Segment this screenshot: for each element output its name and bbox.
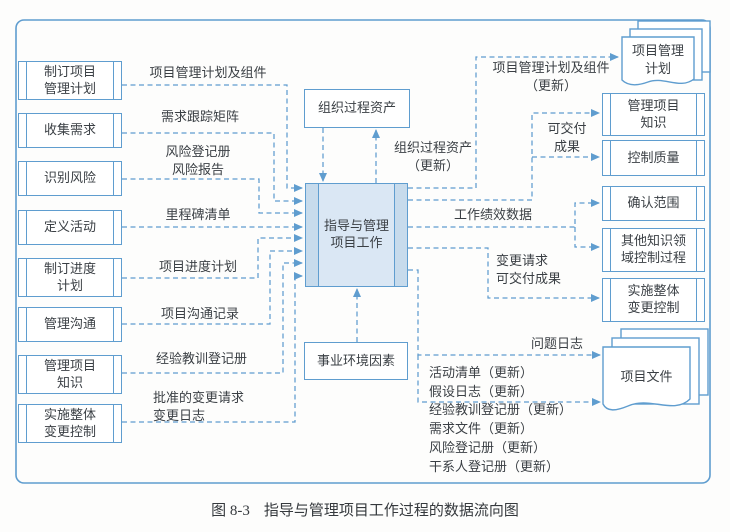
process-label: 控制质量 <box>627 149 680 165</box>
flow-lessons-in <box>122 259 303 374</box>
flow-schedule-in <box>122 234 303 279</box>
process-label: 制订进度 计划 <box>43 260 96 293</box>
flow-risks-in <box>122 178 303 217</box>
label-approved-changes: 批准的变更请求 变更日志 <box>153 390 245 423</box>
flow-wpd-to-validate-scope <box>408 199 600 228</box>
process-develop-pm-plan: 制订项目 管理计划 <box>18 61 122 100</box>
process-label: 管理项目 知识 <box>627 97 680 130</box>
process-control-quality: 控制质量 <box>602 140 705 176</box>
store-enterprise-environmental-factors: 事业环境因素 <box>304 342 408 380</box>
process-manage-communications: 管理沟通 <box>18 307 122 342</box>
label-change-requests-deliverables: 变更请求 可交付成果 <box>496 253 562 286</box>
figure-title: 指导与管理项目工作过程的数据流向图 <box>263 503 519 519</box>
label-pm-plan-components: 项目管理计划及组件 <box>149 65 267 80</box>
process-manage-knowledge-right: 管理项目 知识 <box>602 93 705 136</box>
flow-deliverables-to-knowledge <box>408 109 600 201</box>
process-label: 收集需求 <box>43 122 96 138</box>
label-pm-plan-updates: 项目管理计划及组件 （更新） <box>492 60 610 93</box>
process-label: 其他知识领 域控制过程 <box>620 233 686 265</box>
store-label: 事业环境因素 <box>316 352 395 368</box>
label-schedule-plan: 项目进度计划 <box>158 259 237 274</box>
pm-plan-document-stack <box>621 20 711 86</box>
process-label: 指导与管理 项目工作 <box>323 218 389 250</box>
process-perform-icc-left: 实施整体 变更控制 <box>18 404 122 443</box>
process-label: 确认范围 <box>627 195 680 211</box>
label-opa-updates: 组织过程资产 （更新） <box>393 140 472 173</box>
flow-pm-plan-in <box>122 84 303 192</box>
label-document-updates: 活动清单（更新） 假设日志（更新） 经验教训登记册（更新） 需求文件（更新） 风… <box>429 365 573 474</box>
process-develop-schedule: 制订进度 计划 <box>18 258 122 297</box>
diagram-frame <box>15 19 711 484</box>
process-perform-icc-right: 实施整体 变更控制 <box>602 278 705 322</box>
project-documents-stack <box>602 328 709 411</box>
flow-wpd-to-other-controls <box>574 227 600 251</box>
process-label: 定义活动 <box>43 219 96 235</box>
flow-pm-plan-updates-out <box>408 53 619 189</box>
process-validate-scope: 确认范围 <box>602 186 705 221</box>
flow-document-updates-out <box>417 355 601 406</box>
process-label: 实施整体 变更控制 <box>627 283 680 315</box>
process-define-activities: 定义活动 <box>18 210 122 245</box>
process-label: 管理沟通 <box>43 316 96 332</box>
label-risk-register-report: 风险登记册 风险报告 <box>165 144 231 177</box>
process-identify-risks: 识别风险 <box>18 161 122 196</box>
label-communications: 项目沟通记录 <box>160 306 239 321</box>
pm-plan-document-label: 项目管理 计划 <box>631 43 684 76</box>
label-work-performance-data: 工作绩效数据 <box>453 207 532 222</box>
label-milestone-list: 里程碑清单 <box>165 207 231 222</box>
process-manage-knowledge-left: 管理项目 知识 <box>18 355 122 394</box>
label-lessons-learned: 经验教训登记册 <box>155 351 247 366</box>
flow-change-requests-out <box>408 247 600 302</box>
process-other-knowledge-area-controls: 其他知识领 域控制过程 <box>602 228 705 272</box>
process-label: 识别风险 <box>43 170 96 186</box>
figure-caption: 图 8-3 指导与管理项目工作过程的数据流向图 <box>0 499 730 520</box>
label-deliverables: 可交付 成果 <box>547 121 587 154</box>
label-issue-log: 问题日志 <box>530 336 583 351</box>
store-organizational-process-assets: 组织过程资产 <box>304 89 410 128</box>
process-direct-and-manage-project-work: 指导与管理 项目工作 <box>305 183 408 287</box>
label-req-trace-matrix: 需求跟踪矩阵 <box>160 109 239 124</box>
data-flows <box>122 53 619 423</box>
process-collect-requirements: 收集需求 <box>18 113 122 148</box>
process-label: 制订项目 管理计划 <box>43 63 96 96</box>
figure-number: 图 8-3 <box>211 503 250 519</box>
store-label: 组织过程资产 <box>317 100 396 116</box>
flow-issue-log-out <box>408 269 601 359</box>
flow-requirements-in <box>122 132 303 205</box>
project-documents-label: 项目文件 <box>620 369 673 385</box>
process-label: 管理项目 知识 <box>43 357 96 390</box>
process-label: 实施整体 变更控制 <box>43 406 96 439</box>
flow-approved-changes-in <box>122 272 303 423</box>
